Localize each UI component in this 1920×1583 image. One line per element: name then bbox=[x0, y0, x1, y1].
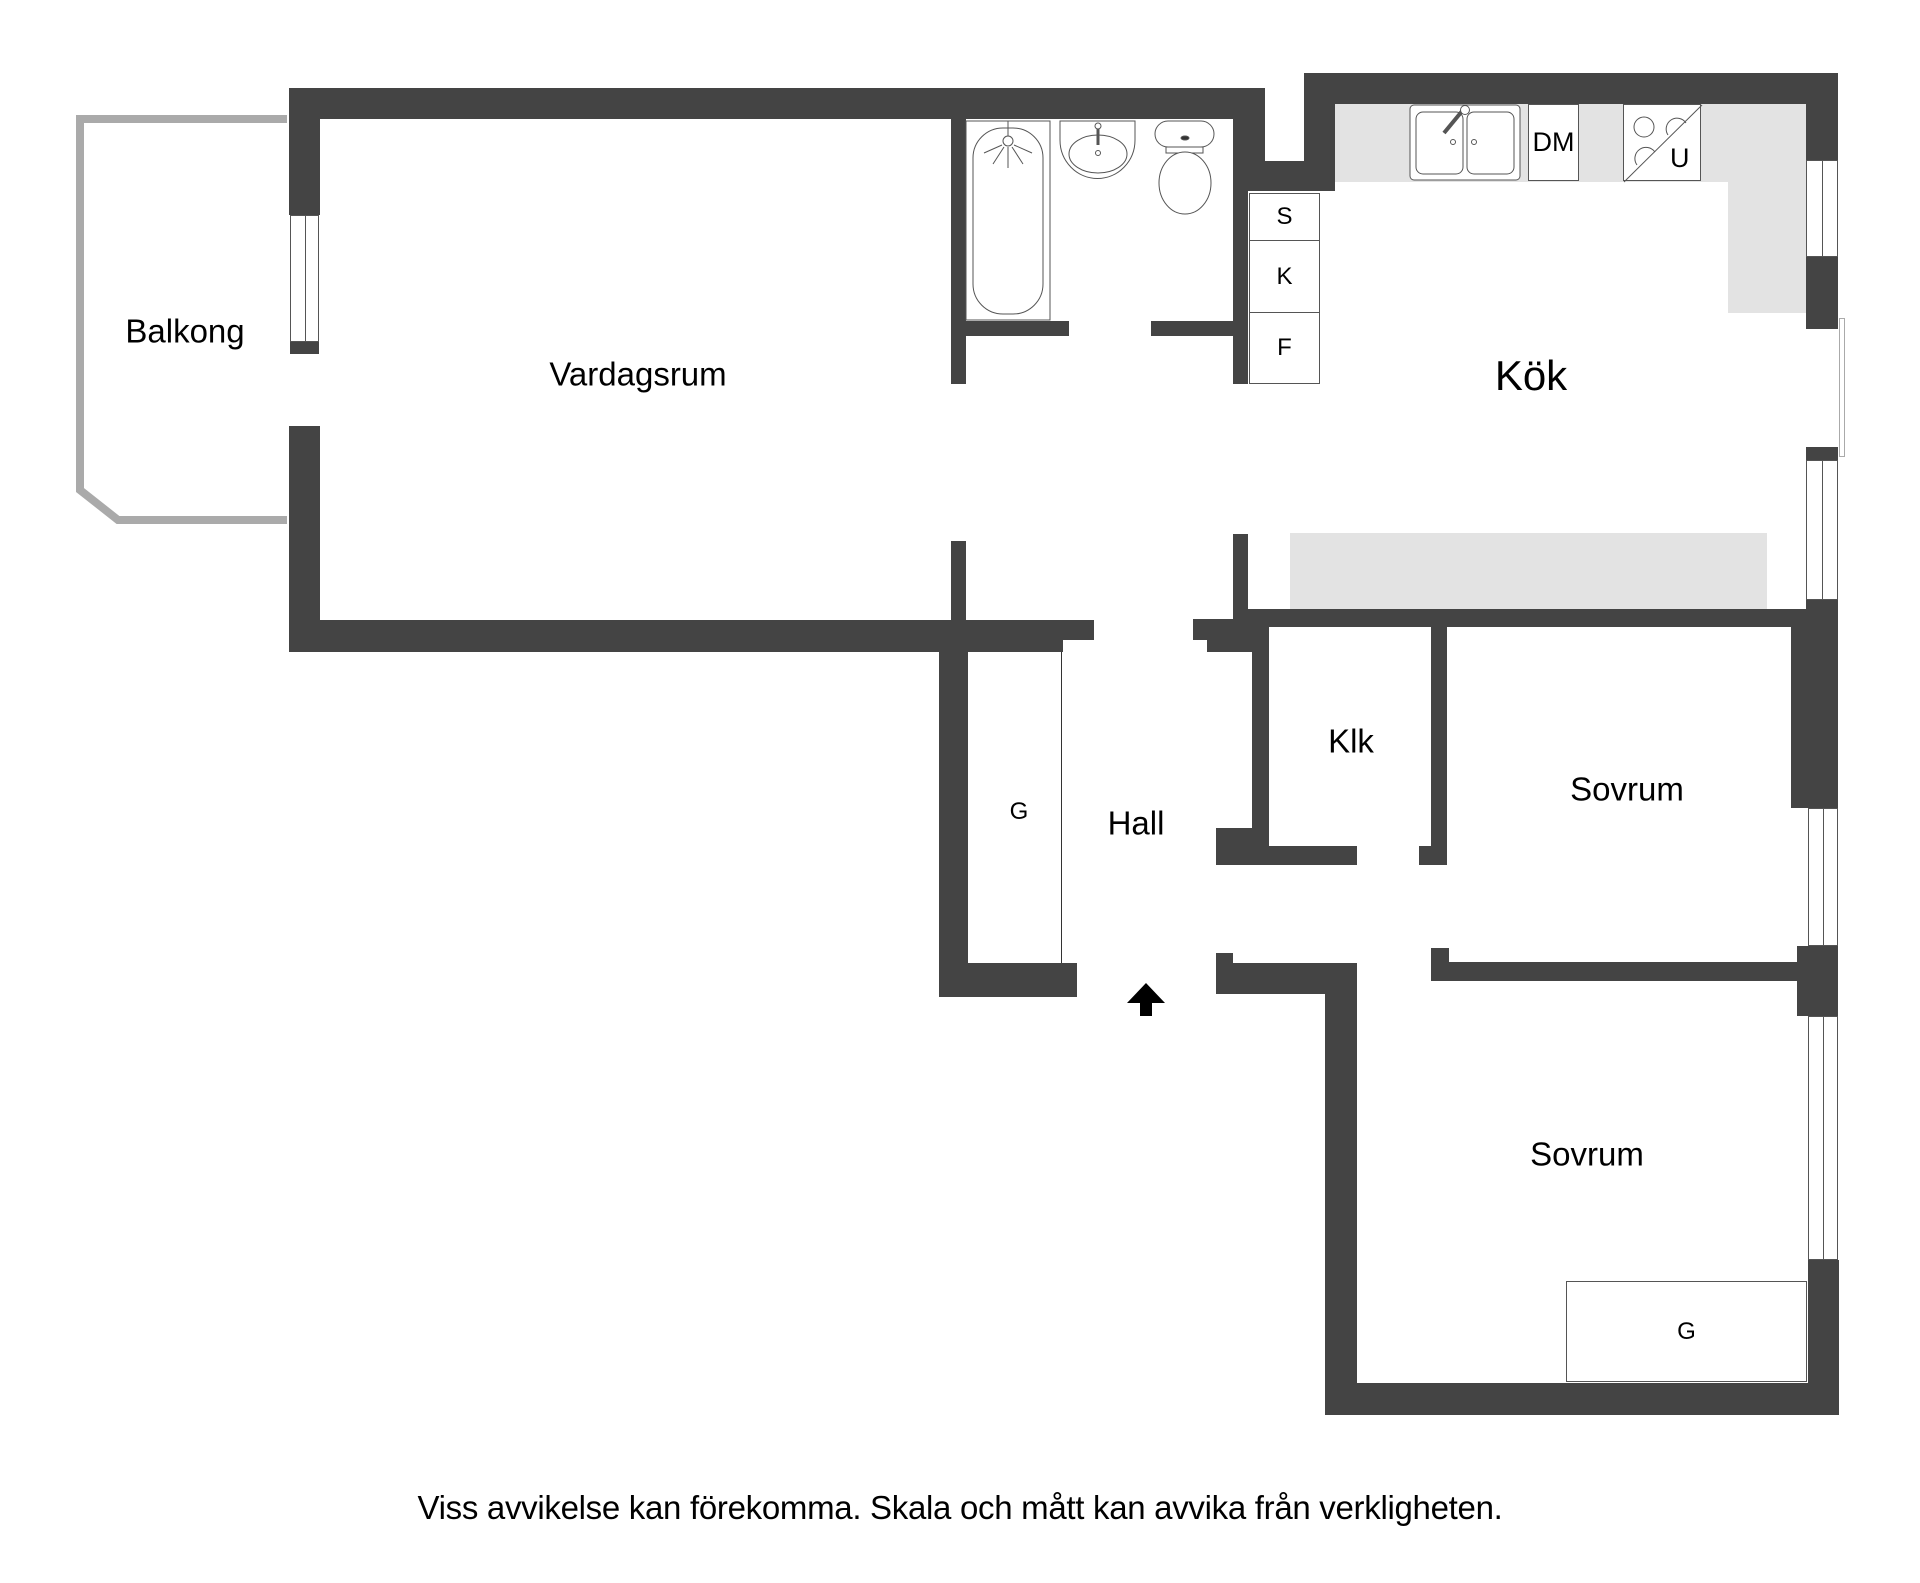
cabinet-k: K bbox=[1249, 240, 1320, 313]
room-label-kitchen: Kök bbox=[1494, 352, 1568, 399]
cabinet-f-label: F bbox=[1277, 334, 1292, 361]
wall bbox=[951, 119, 966, 384]
cabinet-k-label: K bbox=[1276, 262, 1293, 290]
wall bbox=[1252, 627, 1269, 865]
room-label-hall: Hall bbox=[1107, 804, 1165, 842]
wall bbox=[1207, 619, 1252, 652]
wardrobe-door-line bbox=[1061, 652, 1062, 963]
wall bbox=[1233, 88, 1265, 191]
wall bbox=[289, 426, 320, 652]
wall bbox=[1325, 963, 1357, 1415]
wall bbox=[1806, 73, 1838, 160]
cabinet-s-label: S bbox=[1276, 203, 1293, 230]
washbasin-icon bbox=[1059, 120, 1136, 180]
wall bbox=[1431, 948, 1449, 981]
oven-label: U bbox=[1670, 143, 1690, 173]
room-label-walk-in-closet: Klk bbox=[1328, 722, 1374, 760]
disclaimer-caption: Viss avvikelse kan förekomma. Skala och … bbox=[417, 1489, 1503, 1526]
toilet-icon bbox=[1154, 120, 1215, 215]
wall bbox=[289, 88, 320, 215]
bedroom-wardrobe-label: G bbox=[1677, 1317, 1696, 1345]
wall bbox=[1806, 447, 1838, 460]
window bbox=[1806, 160, 1838, 257]
bedroom-wardrobe: G bbox=[1566, 1281, 1807, 1382]
window bbox=[1808, 1016, 1838, 1260]
wall bbox=[1233, 534, 1248, 619]
balcony-door bbox=[1839, 318, 1845, 457]
wall bbox=[1233, 609, 1838, 627]
wall bbox=[951, 541, 966, 621]
wall bbox=[939, 963, 1077, 997]
kitchen-dining-bench bbox=[1290, 533, 1767, 609]
wall bbox=[1797, 946, 1838, 1016]
cabinet-s: S bbox=[1249, 193, 1320, 241]
wall bbox=[1431, 627, 1447, 865]
wall bbox=[289, 88, 1265, 119]
wall bbox=[1806, 257, 1838, 329]
cabinet-f: F bbox=[1249, 312, 1320, 384]
wall bbox=[289, 620, 1063, 652]
room-label-bedroom-2: Sovrum bbox=[1530, 1135, 1644, 1173]
wall bbox=[1216, 953, 1233, 965]
double-sink-icon bbox=[1409, 104, 1521, 181]
kitchen-counter-side bbox=[1728, 182, 1806, 313]
wall bbox=[290, 342, 319, 354]
wall bbox=[1808, 1260, 1839, 1415]
room-label-bedroom-1: Sovrum bbox=[1570, 770, 1684, 808]
wall bbox=[1791, 609, 1838, 808]
dishwasher-label: DM bbox=[1532, 127, 1575, 157]
wall bbox=[1431, 962, 1808, 981]
window bbox=[1808, 808, 1838, 946]
wall bbox=[1151, 321, 1233, 336]
wall bbox=[939, 652, 968, 997]
window bbox=[290, 215, 319, 342]
wall bbox=[1216, 846, 1357, 865]
dishwasher: DM bbox=[1528, 104, 1579, 181]
wall bbox=[1325, 1383, 1839, 1415]
room-label-balcony: Balkong bbox=[125, 312, 245, 350]
wall bbox=[1063, 620, 1094, 640]
wall bbox=[966, 321, 1069, 336]
wall bbox=[1304, 73, 1838, 104]
entrance-arrow-icon bbox=[1127, 983, 1165, 1016]
bathtub-icon bbox=[965, 120, 1051, 321]
wall bbox=[1419, 846, 1447, 865]
stove: U bbox=[1623, 104, 1703, 183]
room-label-living-room: Vardagsrum bbox=[549, 355, 727, 393]
window bbox=[1806, 460, 1838, 600]
hall-wardrobe-label: G bbox=[1009, 798, 1029, 825]
stove-icon bbox=[1623, 104, 1703, 183]
